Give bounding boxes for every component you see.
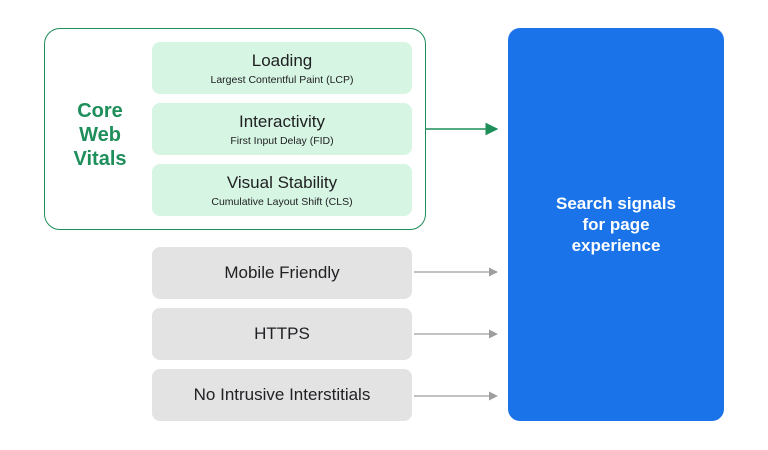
signal-no-intrusive-interstitials: No Intrusive Interstitials xyxy=(152,369,412,421)
page-experience-signals-box: Search signals for page experience xyxy=(508,28,724,421)
metric-loading: Loading Largest Contentful Paint (LCP) xyxy=(152,42,412,94)
signal-https: HTTPS xyxy=(152,308,412,360)
metric-detail: Cumulative Layout Shift (CLS) xyxy=(211,196,353,208)
core-web-vitals-group xyxy=(44,28,426,230)
page-experience-signals-label: Search signals for page experience xyxy=(555,194,676,255)
core-web-vitals-label-line: Core xyxy=(77,100,123,122)
metric-interactivity: Interactivity First Input Delay (FID) xyxy=(152,103,412,155)
core-web-vitals-label-line: Vitals xyxy=(73,148,127,170)
core-web-vitals-label-line: Web xyxy=(79,124,121,146)
metric-name: Interactivity xyxy=(239,112,325,131)
signal-mobile-friendly: Mobile Friendly xyxy=(152,247,412,299)
core-web-vitals-label: Core Web Vitals xyxy=(60,99,140,171)
metric-name: Visual Stability xyxy=(226,173,338,192)
metric-name: Loading xyxy=(251,51,313,70)
metric-detail: Largest Contentful Paint (LCP) xyxy=(210,74,354,86)
metric-visual-stability: Visual Stability Cumulative Layout Shift… xyxy=(152,164,412,216)
metric-detail: First Input Delay (FID) xyxy=(230,135,334,147)
